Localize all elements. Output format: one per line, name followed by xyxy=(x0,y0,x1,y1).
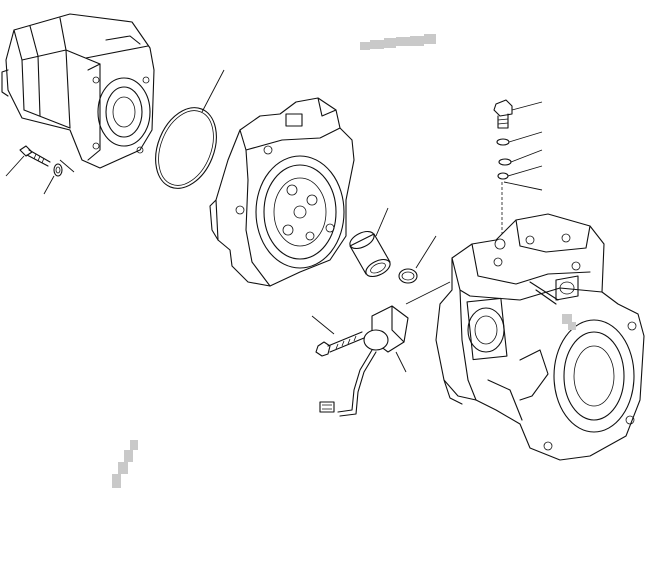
washer xyxy=(53,163,63,177)
seal-ring-small xyxy=(398,268,418,284)
leader-line xyxy=(415,235,437,269)
leader-line xyxy=(5,155,25,177)
leader-line xyxy=(43,175,55,195)
leader-line xyxy=(503,181,543,191)
mounting-bolt xyxy=(19,145,51,167)
leader-line xyxy=(508,131,543,143)
redacted-mark xyxy=(360,34,436,50)
sensor-with-harness xyxy=(319,305,409,417)
end-cover xyxy=(209,97,355,287)
main-pump-body xyxy=(435,213,645,461)
o-ring-small-3 xyxy=(497,172,509,180)
leader-line xyxy=(510,149,543,163)
leader-line xyxy=(311,315,335,335)
leader-line xyxy=(511,101,543,111)
plug-bolt xyxy=(493,99,513,129)
sensor-bolt xyxy=(315,331,365,357)
bushing xyxy=(349,230,391,278)
leader-line xyxy=(201,69,225,113)
leader-line xyxy=(375,207,389,237)
leader-line xyxy=(59,159,75,173)
leader-line xyxy=(395,351,407,373)
leader-line xyxy=(405,281,451,305)
redacted-mark xyxy=(562,314,576,330)
leader-line xyxy=(507,165,543,177)
o-ring-large xyxy=(155,107,217,189)
gear-pump-assembly xyxy=(1,13,155,169)
o-ring-small-1 xyxy=(496,138,510,146)
o-ring-small-2 xyxy=(498,158,512,166)
redacted-mark xyxy=(112,440,138,488)
